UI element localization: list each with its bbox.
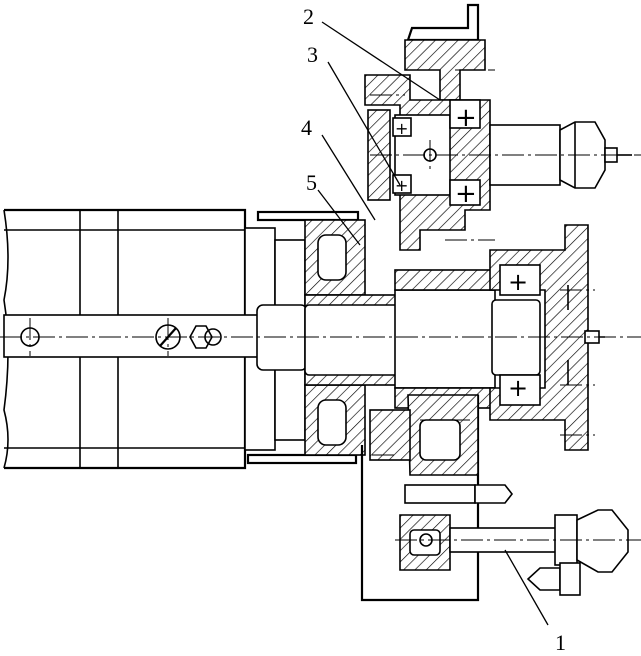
svg-text:+: + [455, 103, 477, 133]
end-cap: + + [489, 224, 605, 451]
upper-gear-housing: + + + + [364, 3, 632, 251]
svg-text:+: + [395, 119, 408, 138]
centerlines [0, 69, 641, 541]
label-part-1: 1 [555, 630, 566, 655]
svg-text:+: + [395, 176, 408, 195]
label-part-5: 5 [306, 170, 317, 195]
label-part-3: 3 [307, 42, 318, 67]
leader-lines [317, 21, 549, 626]
label-part-4: 4 [301, 115, 312, 140]
svg-text:+: + [455, 179, 477, 209]
svg-text:+: + [508, 268, 528, 296]
svg-text:+: + [508, 374, 528, 402]
label-part-2: 2 [303, 4, 314, 29]
motor-shaft [3, 304, 308, 371]
lower-bracket [360, 394, 629, 602]
